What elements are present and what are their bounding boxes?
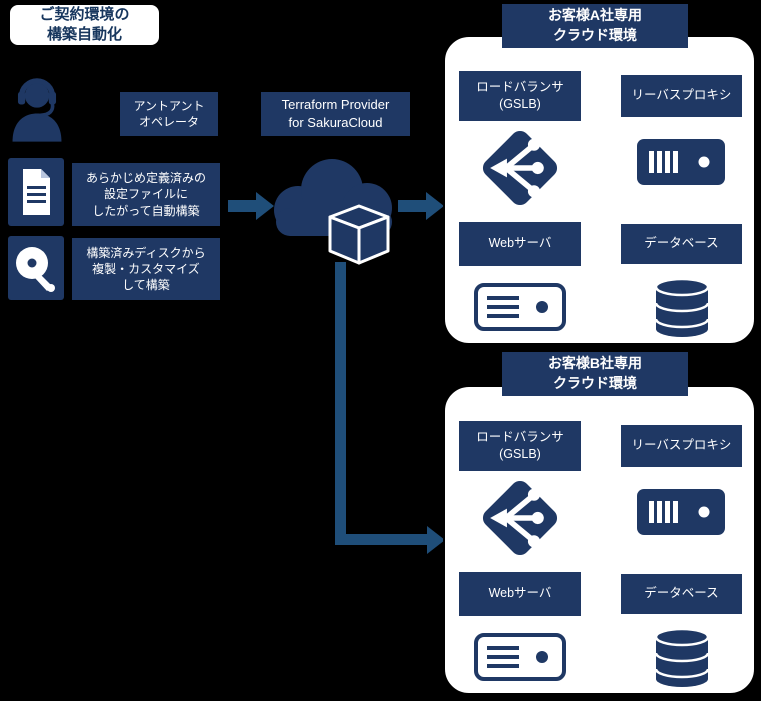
diagram-title: ご契約環境の 構築自動化 (8, 3, 161, 47)
reverse-proxy-label: リーバスプロキシ (621, 425, 742, 467)
web-server-label: Webサーバ (459, 572, 581, 616)
environment-a-title: お客様A社専用 クラウド環境 (502, 4, 688, 48)
environment-b-title: お客様B社専用 クラウド環境 (502, 352, 688, 396)
load-balancer-label: ロードバランサ (GSLB) (459, 421, 581, 471)
arrow-left-to-cloud (228, 192, 274, 220)
reverse-proxy-icon (637, 139, 725, 185)
load-balancer-label: ロードバランサ (GSLB) (459, 71, 581, 121)
disk-label: 構築済みディスクから 複製・カスタマイズ して構築 (72, 238, 220, 300)
arrow-cloud-to-env-a (398, 192, 444, 220)
arrow-cloud-to-env-b (335, 262, 445, 554)
operator-icon (12, 78, 62, 142)
database-label: データベース (621, 574, 742, 614)
load-balancer-icon (482, 480, 558, 556)
load-balancer-icon (482, 130, 558, 206)
web-server-label: Webサーバ (459, 222, 581, 266)
reverse-proxy-label: リーバスプロキシ (621, 75, 742, 117)
web-server-icon (474, 633, 566, 681)
cloud-cube-icon (274, 159, 392, 265)
config-file-icon (8, 158, 64, 226)
config-label: あらかじめ定義済みの 設定ファイルに したがって自動構築 (72, 163, 220, 226)
cube-icon (328, 204, 390, 265)
environment-a: お客様A社専用 クラウド環境 ロードバランサ (GSLB) リーバスプロキシ W… (443, 4, 756, 346)
terraform-label: Terraform Provider for SakuraCloud (261, 92, 410, 136)
database-icon (654, 627, 710, 687)
environment-b: お客様B社専用 クラウド環境 ロードバランサ (GSLB) リーバスプロキシ W… (443, 352, 756, 695)
reverse-proxy-icon (637, 489, 725, 535)
database-label: データベース (621, 224, 742, 264)
database-icon (654, 277, 710, 337)
disk-icon (8, 236, 64, 300)
operator-label: アントアント オペレータ (120, 92, 218, 136)
web-server-icon (474, 283, 566, 331)
